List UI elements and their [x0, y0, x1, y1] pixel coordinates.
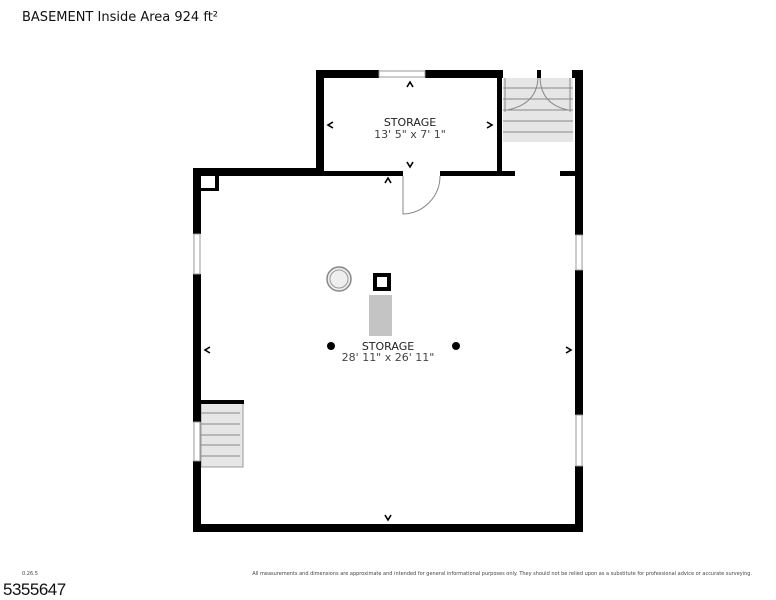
walls — [193, 70, 583, 532]
disclaimer: All measurements and dimensions are appr… — [252, 571, 752, 577]
fixtures — [326, 266, 460, 350]
listing-id: 5355647 — [3, 580, 66, 599]
windows — [193, 70, 583, 467]
stairs-top-right — [503, 75, 573, 142]
door-swing — [402, 175, 441, 215]
stairs-bottom-left — [200, 400, 244, 468]
room-dimensions-small-storage: 13' 5" x 7' 1" — [374, 128, 446, 141]
version-label: 0.26.5 — [22, 571, 38, 577]
room-name-small-storage: STORAGE — [384, 116, 436, 129]
floor-title: BASEMENT Inside Area 924 ft² — [22, 10, 218, 25]
room-dimensions-main-storage: 28' 11" x 26' 11" — [342, 351, 435, 364]
room-name-main-storage: STORAGE — [362, 340, 414, 353]
dimension-arrows — [203, 80, 573, 522]
